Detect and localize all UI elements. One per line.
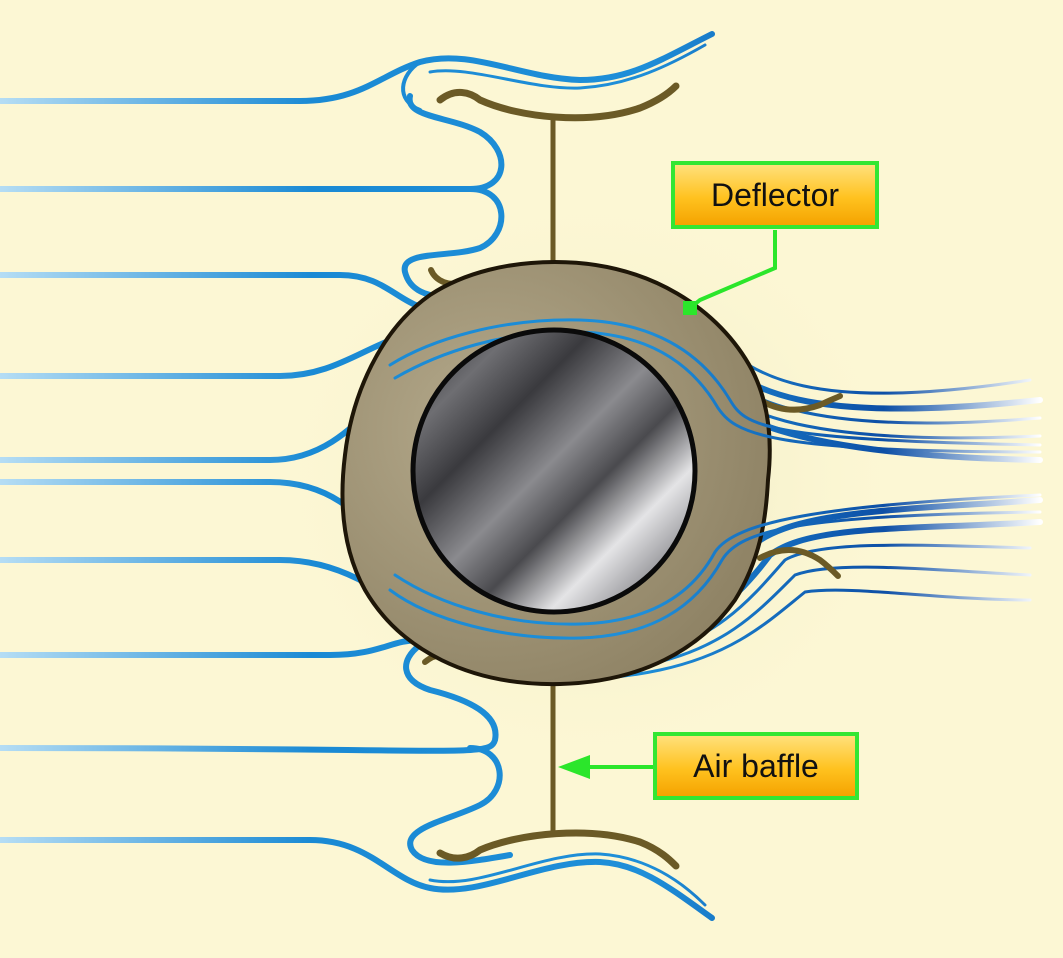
airflow-line: [393, 493, 1042, 626]
air-baffle: [422, 82, 843, 870]
cylinder: [410, 327, 698, 615]
airflow-lines-on-deflector: [388, 318, 1042, 640]
deflector-label: Deflector: [671, 161, 879, 229]
airflow-line: [388, 318, 1042, 447]
air-baffle-label: Air baffle: [653, 732, 859, 800]
deflector-right-curl-top: [757, 393, 843, 413]
airflow-line: [0, 93, 505, 192]
airflow-line: [428, 852, 707, 907]
airflow-line: [388, 510, 1042, 640]
cylinder-body: [410, 327, 698, 615]
airflow-line: [393, 330, 1042, 454]
airflow-line: [401, 186, 505, 299]
deflector-leader-dot: [683, 301, 697, 315]
airflow-line: [407, 745, 513, 866]
air-baffle-leader-arrow: [558, 755, 590, 779]
airflow-line: [0, 31, 715, 104]
airflow-line: [428, 43, 707, 90]
airflow-line: [0, 837, 715, 921]
air-baffle-bottom-arm: [436, 829, 680, 870]
air-baffle-top-arm: [436, 82, 680, 122]
airflow-line: [0, 642, 499, 754]
deflector-right-curl-bottom: [757, 547, 841, 579]
